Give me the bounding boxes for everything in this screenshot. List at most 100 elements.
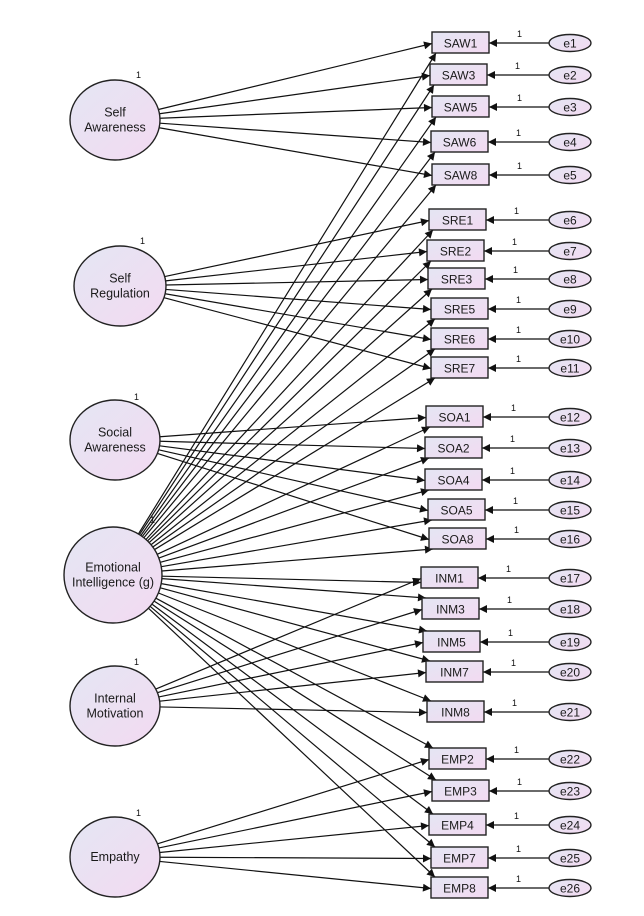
observed-variable-emp2[interactable]: EMP2 <box>428 747 487 770</box>
observed-variable-saw1[interactable]: SAW1 <box>431 31 490 54</box>
loading-arrow-soa-soa8 <box>157 452 430 541</box>
observed-variable-inm1[interactable]: INM1 <box>420 566 479 589</box>
loading-arrow-inm-inm5 <box>158 640 424 698</box>
error-term-e3[interactable]: e3 <box>548 97 592 117</box>
observed-variable-saw8[interactable]: SAW8 <box>431 163 490 186</box>
error-term-e26[interactable]: e26 <box>548 878 592 898</box>
error-term-e25[interactable]: e25 <box>548 848 592 868</box>
error-term-e12[interactable]: e12 <box>548 407 592 427</box>
error-term-label: e15 <box>560 504 580 518</box>
error-term-e16[interactable]: e16 <box>548 529 592 549</box>
error-term-label: e10 <box>560 333 580 347</box>
error-term-e19[interactable]: e19 <box>548 632 592 652</box>
error-term-label: e25 <box>560 852 580 866</box>
observed-variable-label: INM8 <box>441 706 470 720</box>
observed-variable-sre6[interactable]: SRE6 <box>430 327 489 350</box>
error-term-e5[interactable]: e5 <box>548 165 592 185</box>
observed-variable-sre5[interactable]: SRE5 <box>430 297 489 320</box>
observed-variable-sre2[interactable]: SRE2 <box>426 239 485 262</box>
loading-arrow-soa-soa5 <box>158 449 429 513</box>
error-term-e17[interactable]: e17 <box>548 568 592 588</box>
observed-variable-inm3[interactable]: INM3 <box>421 597 480 620</box>
observed-variable-label: SRE5 <box>444 303 476 317</box>
observed-variable-saw3[interactable]: SAW3 <box>429 63 488 86</box>
error-term-e13[interactable]: e13 <box>548 438 592 458</box>
observed-variable-soa1[interactable]: SOA1 <box>425 405 484 428</box>
general-loading-arrow-emp2 <box>155 597 434 749</box>
observed-variable-inm7[interactable]: INM7 <box>425 660 484 683</box>
general-loading-arrow-saw5 <box>140 116 437 536</box>
latent-variable-label: Motivation <box>87 707 144 721</box>
error-term-e9[interactable]: e9 <box>548 299 592 319</box>
observed-variable-emp7[interactable]: EMP7 <box>430 846 489 869</box>
general-loading-arrow-inm3 <box>161 577 427 602</box>
observed-variable-label: SRE6 <box>444 333 476 347</box>
observed-variable-sre7[interactable]: SRE7 <box>430 356 489 379</box>
observed-variable-emp4[interactable]: EMP4 <box>428 813 487 836</box>
observed-variable-sre1[interactable]: SRE1 <box>428 208 487 231</box>
error-term-label: e22 <box>560 753 580 767</box>
error-term-label: e21 <box>560 706 580 720</box>
observed-variable-label: SAW8 <box>444 169 478 183</box>
loading-arrow-inm-inm3 <box>157 608 423 694</box>
loading-arrow-saw-saw6 <box>159 122 432 146</box>
error-term-e8[interactable]: e8 <box>548 269 592 289</box>
error-loading-label: 1 <box>516 325 521 335</box>
loading-arrow-emp-emp3 <box>158 789 433 849</box>
error-term-e18[interactable]: e18 <box>548 599 592 619</box>
error-term-e2[interactable]: e2 <box>548 65 592 85</box>
observed-variable-sre3[interactable]: SRE3 <box>427 267 486 290</box>
general-loading-arrow-saw6 <box>141 151 436 537</box>
general-loading-arrow-inm8 <box>158 592 432 702</box>
error-term-e7[interactable]: e7 <box>548 241 592 261</box>
observed-variable-soa5[interactable]: SOA5 <box>427 498 486 521</box>
error-term-e4[interactable]: e4 <box>548 132 592 152</box>
general-loading-arrow-sre3 <box>148 288 433 544</box>
error-term-e11[interactable]: e11 <box>548 358 592 378</box>
error-term-e6[interactable]: e6 <box>548 210 592 230</box>
general-loading-arrow-emp3 <box>153 600 437 781</box>
latent-variable-label: Regulation <box>90 287 150 301</box>
error-loading-label: 1 <box>511 403 516 413</box>
observed-variable-emp3[interactable]: EMP3 <box>431 779 490 802</box>
error-term-e14[interactable]: e14 <box>548 470 592 490</box>
observed-variable-saw6[interactable]: SAW6 <box>430 130 489 153</box>
observed-variable-inm5[interactable]: INM5 <box>422 630 481 653</box>
error-term-e23[interactable]: e23 <box>548 781 592 801</box>
error-term-e21[interactable]: e21 <box>548 702 592 722</box>
observed-variable-soa2[interactable]: SOA2 <box>424 436 483 459</box>
error-term-label: e13 <box>560 442 580 456</box>
error-term-e10[interactable]: e10 <box>548 329 592 349</box>
observed-variable-label: INM7 <box>440 666 469 680</box>
general-loading-arrow-emp4 <box>151 603 434 815</box>
error-term-label: e12 <box>560 411 580 425</box>
variance-label: 1 <box>134 392 139 402</box>
error-loading-label: 1 <box>507 595 512 605</box>
loading-arrow-inm-inm1 <box>155 577 422 690</box>
general-loading-arrow-sre6 <box>152 348 436 548</box>
variance-label: 1 <box>134 657 139 667</box>
observed-variable-saw5[interactable]: SAW5 <box>431 95 490 118</box>
latent-factor-emp[interactable]: Empathy <box>69 816 161 898</box>
observed-variable-emp8[interactable]: EMP8 <box>430 876 489 899</box>
observed-variable-soa8[interactable]: SOA8 <box>428 527 487 550</box>
observed-variable-label: INM1 <box>435 572 464 586</box>
error-loading-label: 1 <box>516 128 521 138</box>
error-term-e22[interactable]: e22 <box>548 749 592 769</box>
error-term-e15[interactable]: e15 <box>548 500 592 520</box>
error-term-e1[interactable]: e1 <box>548 33 592 53</box>
error-term-e20[interactable]: e20 <box>548 662 592 682</box>
general-loading-arrow-saw1 <box>137 52 437 535</box>
latent-variable-label: Internal <box>94 692 136 706</box>
error-term-label: e20 <box>560 666 580 680</box>
error-term-e24[interactable]: e24 <box>548 815 592 835</box>
general-loading-arrow-sre1 <box>145 229 434 540</box>
observed-variable-soa4[interactable]: SOA4 <box>424 468 483 491</box>
observed-variable-inm8[interactable]: INM8 <box>426 700 485 723</box>
error-term-label: e19 <box>560 636 580 650</box>
